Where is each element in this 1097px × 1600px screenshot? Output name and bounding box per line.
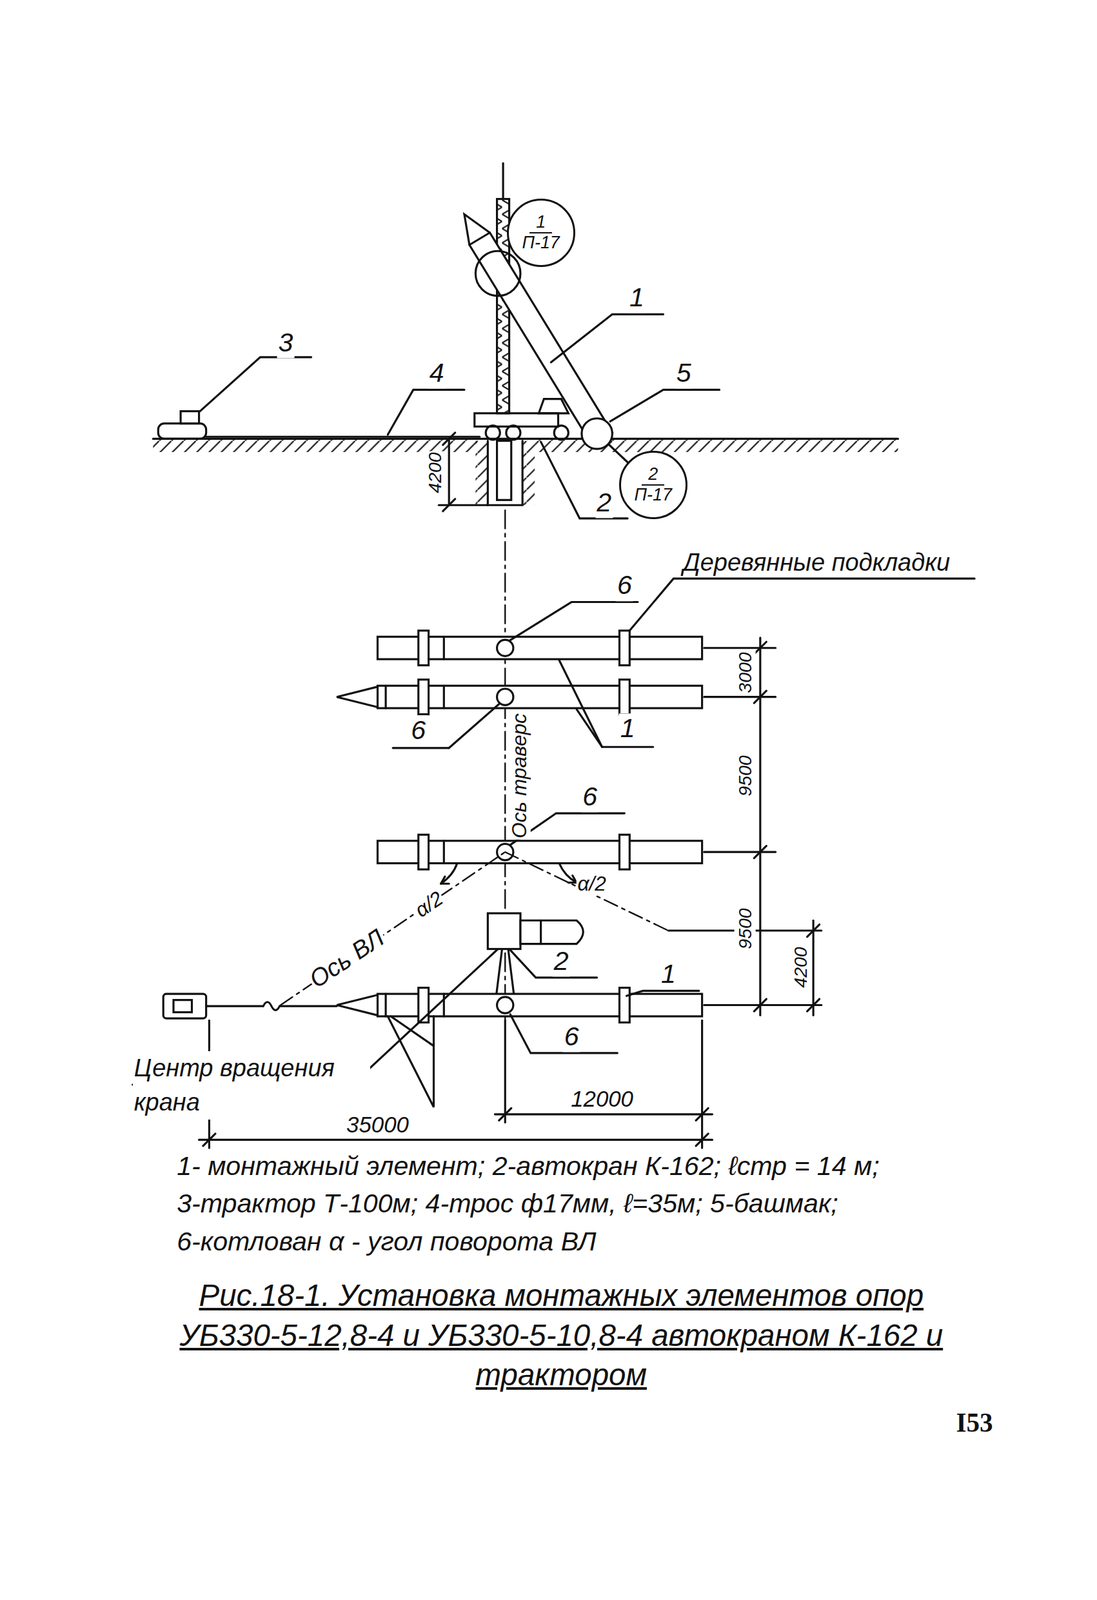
axis-label: Ось ВЛ xyxy=(303,923,391,996)
note-label: Центр вращения крана xyxy=(132,1051,371,1120)
callout-number: 5 xyxy=(675,357,693,389)
section-callout-circle: 2П-17 xyxy=(619,450,688,520)
angle-label: α/2 xyxy=(408,885,448,923)
angle-label: α/2 xyxy=(576,871,608,896)
dimension: 4200 xyxy=(789,945,811,989)
callout-number: 2 xyxy=(552,946,571,977)
callout-number: 6 xyxy=(409,715,427,746)
legend-note: 1- монтажный элемент; 2-автокран К-162; … xyxy=(175,1151,881,1182)
legend-note: 6-котлован α - угол поворота ВЛ xyxy=(175,1226,598,1257)
callout-number: 4 xyxy=(428,357,446,389)
page-number: I53 xyxy=(955,1408,995,1439)
figure-caption: Рис.18-1. Установка монтажных элементов … xyxy=(152,1275,970,1395)
callout-number: 1 xyxy=(619,713,637,744)
callout-text: 1 xyxy=(529,212,553,235)
callout-number: 2 xyxy=(595,487,613,518)
axis-label: Ось траверс xyxy=(507,711,531,840)
callout-number: 1 xyxy=(659,958,678,990)
dimension: 4200 xyxy=(424,450,446,495)
callout-text: 2 xyxy=(641,464,665,487)
callout-text: П-17 xyxy=(519,233,562,253)
callout-number: 1 xyxy=(628,282,646,313)
legend-note: 3-трактор Т-100м; 4-трос ф17мм, ℓ=35м; 5… xyxy=(175,1188,840,1219)
dimension: 9500 xyxy=(734,906,756,950)
dimension: 12000 xyxy=(569,1086,635,1112)
dimension: 35000 xyxy=(345,1111,411,1138)
callout-number: 6 xyxy=(581,781,599,812)
dimension: 3000 xyxy=(734,650,756,694)
callout-number: 6 xyxy=(563,1021,581,1052)
section-callout-circle: 1П-17 xyxy=(506,198,576,267)
dimension: 9500 xyxy=(734,753,756,798)
callout-text: П-17 xyxy=(632,485,674,505)
note-label: Деревянные подкладки xyxy=(681,548,952,578)
callout-number: 6 xyxy=(615,570,634,602)
callout-number: 3 xyxy=(277,327,295,358)
